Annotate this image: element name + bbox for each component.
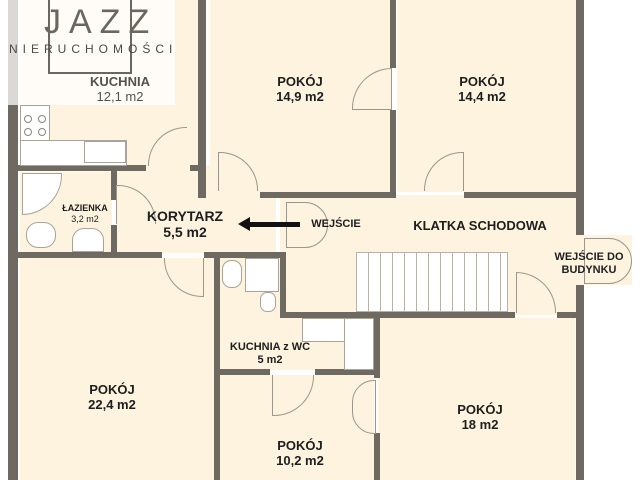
- building-entrance-label: WEJŚCIE DO BUDYNKU: [544, 251, 634, 277]
- room-name: KUCHNIA z WC: [229, 341, 311, 353]
- logo-frame: [48, 0, 132, 74]
- room-area: 5,5 m2: [163, 224, 207, 240]
- wall-top-rooms-divider: [390, 0, 396, 68]
- room-area: 12,1 m2: [96, 89, 144, 104]
- wall-mid-horizontal-right: [204, 252, 286, 258]
- wall-kitchen-bottom-right: [190, 165, 206, 171]
- room-label-room-top-1: POKÓJ 14,9 m2: [250, 74, 350, 104]
- room-name: POKÓJ: [459, 74, 505, 89]
- stove-burner-icon: [38, 128, 46, 136]
- room-label-staircase: KLATKA SCHODOWA: [400, 218, 560, 233]
- wall-bathroom-right: [111, 170, 117, 200]
- wall-outer-left: [8, 0, 18, 480]
- wc-kitchen-sink: [302, 318, 346, 342]
- toilet: [26, 222, 56, 248]
- floor-room-top-2: [397, 0, 577, 192]
- building-entrance-line2: BUDYNKU: [561, 264, 617, 276]
- wall-wc-left: [214, 252, 220, 480]
- stove-burner-icon: [24, 115, 32, 123]
- wall-wc-bottom-a: [218, 369, 270, 375]
- washbasin: [72, 228, 104, 252]
- entrance-label: WEJŚCIE: [311, 218, 361, 230]
- room-area: 22,4 m2: [88, 397, 136, 412]
- room-label-room-bottom-mid: POKÓJ 10,2 m2: [250, 438, 350, 468]
- wc-washbasin: [260, 292, 276, 312]
- room-name: KLATKA SCHODOWA: [413, 218, 547, 233]
- kitchen-sink: [84, 141, 126, 163]
- staircase-steps: [356, 252, 508, 312]
- stove-burner-icon: [38, 115, 46, 123]
- wall-top-rooms-bottom-a: [260, 192, 390, 198]
- room-label-bathroom: ŁAZIENKA 3,2 m2: [40, 203, 130, 225]
- room-area: 10,2 m2: [276, 453, 324, 468]
- room-name: KORYTARZ: [146, 208, 224, 224]
- wall-mid-horizontal-left: [18, 252, 162, 258]
- wall-outer-right-top: [576, 0, 584, 235]
- room-area: 14,9 m2: [276, 89, 324, 104]
- wc-kitchen-stove: [344, 318, 374, 370]
- wall-staircase-left: [280, 252, 286, 318]
- room-label-kitchen: KUCHNIA 12,1 m2: [70, 74, 170, 104]
- wall-wc-right: [374, 318, 380, 378]
- logo-brand: JAZZ: [44, 3, 158, 41]
- room-area: 14,4 m2: [458, 89, 506, 104]
- building-entrance-line1: WEJŚCIE DO: [554, 251, 624, 263]
- room-name: POKÓJ: [277, 74, 323, 89]
- room-label-kitchen-wc: KUCHNIA z WC 5 m2: [215, 341, 325, 367]
- wall-wc-right-low: [374, 433, 380, 480]
- room-label-room-top-2: POKÓJ 14,4 m2: [432, 74, 532, 104]
- wall-top-rooms-divider-lower: [390, 110, 396, 198]
- wall-kitchen-right: [198, 0, 206, 198]
- floor-room-bottom-right: [378, 318, 575, 480]
- room-label-room-bottom-left: POKÓJ 22,4 m2: [62, 382, 162, 412]
- room-name: ŁAZIENKA: [62, 203, 108, 213]
- room-area: 3,2 m2: [71, 214, 99, 224]
- room-label-corridor: KORYTARZ 5,5 m2: [135, 208, 235, 240]
- room-name: POKÓJ: [277, 438, 323, 453]
- door-building-entrance: [584, 238, 632, 284]
- wall-top-rooms-bottom-b: [464, 192, 577, 198]
- wall-outer-right-bottom: [576, 285, 584, 480]
- wall-kitchen-bottom: [18, 165, 146, 171]
- wall-staircase-bottom-right: [557, 312, 577, 318]
- wall-staircase-bottom: [280, 312, 515, 318]
- wall-wc-bottom-b: [315, 369, 377, 375]
- room-name: POKÓJ: [457, 402, 503, 417]
- logo: JAZZ NIERUCHOMOŚCI: [0, 0, 175, 105]
- entrance-arrow-icon: [238, 217, 300, 231]
- room-area: 18 m2: [461, 417, 499, 432]
- room-label-room-bottom-right: POKÓJ 18 m2: [430, 402, 530, 432]
- logo-subtitle: NIERUCHOMOŚCI: [9, 42, 178, 56]
- stove-burner-icon: [24, 128, 32, 136]
- wc-toilet: [222, 260, 242, 288]
- room-name: KUCHNIA: [90, 74, 150, 89]
- floor-room-bottom-left: [20, 258, 214, 480]
- room-area: 5 m2: [257, 354, 283, 366]
- room-name: POKÓJ: [89, 382, 135, 397]
- wall-bathroom-right-low: [111, 225, 117, 255]
- wc-shower: [245, 258, 279, 292]
